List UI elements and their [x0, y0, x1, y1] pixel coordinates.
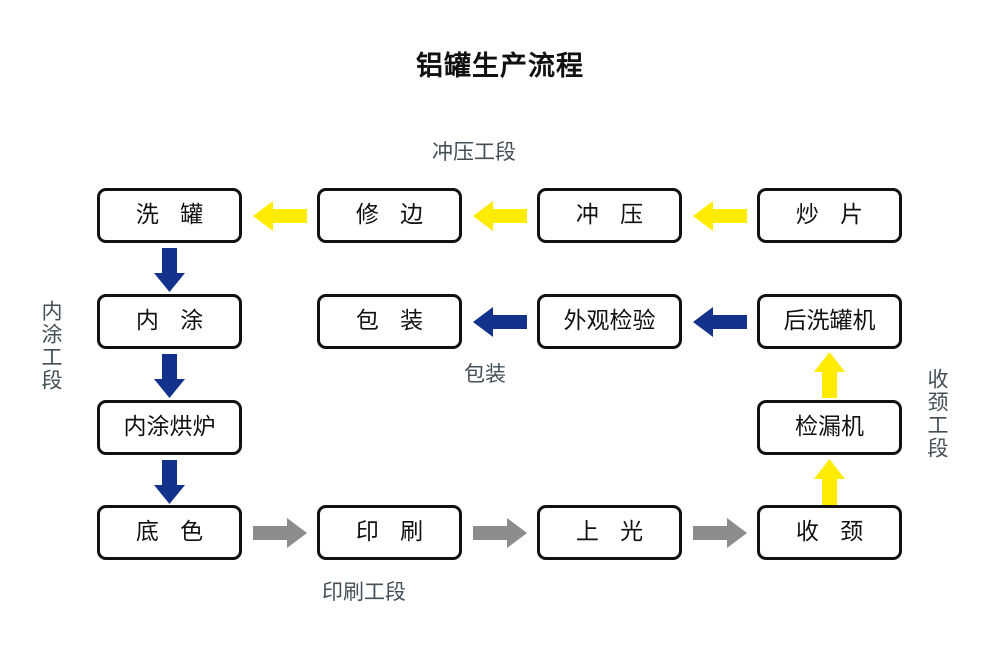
- node-post-washer[interactable]: 后洗罐机: [757, 294, 902, 349]
- node-label: 印 刷: [355, 519, 431, 545]
- page-title: 铝罐生产流程: [416, 51, 584, 82]
- caption-inner-coating-section: 内涂工段: [39, 300, 63, 392]
- arrow-blanking-to-stamping-icon: [693, 198, 747, 234]
- node-base-coat[interactable]: 底 色: [97, 505, 242, 560]
- arrow-wash-to-innercoat-icon: [151, 248, 188, 292]
- arrow-innercoat-to-oven-icon: [151, 354, 188, 398]
- arrow-oven-to-basecoat-icon: [151, 460, 188, 504]
- arrow-varnish-to-necking-icon: [693, 516, 747, 550]
- node-necking[interactable]: 收 颈: [757, 505, 902, 560]
- node-leak-tester[interactable]: 检漏机: [757, 400, 902, 455]
- node-label: 收 颈: [795, 519, 871, 545]
- caption-stamping-section: 冲压工段: [432, 140, 516, 164]
- caption-necking-section: 收颈工段: [925, 368, 949, 460]
- arrow-necking-to-leaktester-icon: [811, 459, 848, 505]
- node-inner-coat-oven[interactable]: 内涂烘炉: [97, 400, 242, 455]
- node-packing[interactable]: 包 装: [317, 294, 462, 349]
- arrow-stamping-to-trim-icon: [473, 198, 527, 234]
- node-label: 底 色: [135, 519, 211, 545]
- node-label: 外观检验: [563, 308, 656, 334]
- node-label: 修 边: [355, 202, 431, 228]
- node-label: 上 光: [575, 519, 651, 545]
- node-blanking[interactable]: 炒 片: [757, 188, 902, 243]
- node-label: 冲 压: [575, 202, 651, 228]
- node-wash-can[interactable]: 洗 罐: [97, 188, 242, 243]
- node-varnish[interactable]: 上 光: [537, 505, 682, 560]
- node-label: 炒 片: [795, 202, 871, 228]
- node-label: 洗 罐: [135, 202, 211, 228]
- node-trim[interactable]: 修 边: [317, 188, 462, 243]
- arrow-postwasher-to-inspect-icon: [693, 304, 747, 340]
- node-label: 内 涂: [135, 308, 211, 334]
- node-label: 内涂烘炉: [123, 414, 216, 440]
- node-visual-inspect[interactable]: 外观检验: [537, 294, 682, 349]
- arrow-leaktester-to-postwasher-icon: [811, 352, 848, 398]
- caption-packing-section: 包装: [464, 362, 506, 386]
- arrow-basecoat-to-printing-icon: [253, 516, 307, 550]
- arrow-inspect-to-packing-icon: [473, 304, 527, 340]
- node-stamping[interactable]: 冲 压: [537, 188, 682, 243]
- node-printing[interactable]: 印 刷: [317, 505, 462, 560]
- arrow-printing-to-varnish-icon: [473, 516, 527, 550]
- caption-printing-section: 印刷工段: [322, 580, 406, 604]
- node-inner-coat[interactable]: 内 涂: [97, 294, 242, 349]
- arrow-trim-to-wash-icon: [253, 198, 307, 234]
- node-label: 后洗罐机: [783, 308, 876, 334]
- node-label: 包 装: [355, 308, 431, 334]
- node-label: 检漏机: [795, 414, 864, 440]
